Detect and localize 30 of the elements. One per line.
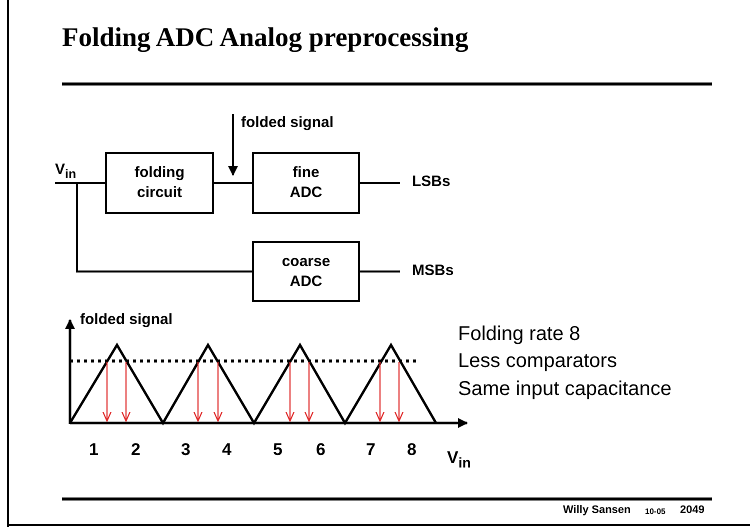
arrow <box>228 114 238 176</box>
wire <box>360 182 400 184</box>
wire <box>76 183 252 272</box>
comparator-number: 8 <box>407 440 416 460</box>
wire <box>55 182 105 184</box>
date-text: 10-05 <box>645 507 666 516</box>
note-text: Less comparators <box>458 350 617 373</box>
comparator-number: 4 <box>222 440 232 460</box>
output-label: LSBs <box>412 173 457 193</box>
axis-label: folded signal <box>80 311 173 328</box>
comparator-number: 2 <box>131 440 140 460</box>
wire <box>360 270 400 272</box>
wire <box>214 182 252 184</box>
comparator-number: 3 <box>181 440 190 460</box>
block-box: folding circuit <box>105 152 214 214</box>
note-text: Folding rate 8 <box>458 323 580 346</box>
note-text: Same input capacitance <box>458 378 672 401</box>
output-label: MSBs <box>412 262 460 282</box>
comparator-number: 6 <box>316 440 326 460</box>
author-text: Willy Sansen <box>563 504 631 516</box>
axis-label: V$_{in}$ <box>447 448 471 472</box>
block-box: fine ADC <box>252 152 360 214</box>
comparator-number: 5 <box>273 440 282 460</box>
input-label: V$_{in}$ <box>55 161 85 183</box>
comparator-number: 7 <box>366 440 376 460</box>
slide-number: 2049 <box>680 504 704 516</box>
signal-label: folded signal <box>241 114 341 134</box>
block-box: coarse ADC <box>252 241 360 302</box>
comparator-number: 1 <box>89 440 98 460</box>
slide-title: Folding ADC Analog preprocessing <box>62 22 468 53</box>
